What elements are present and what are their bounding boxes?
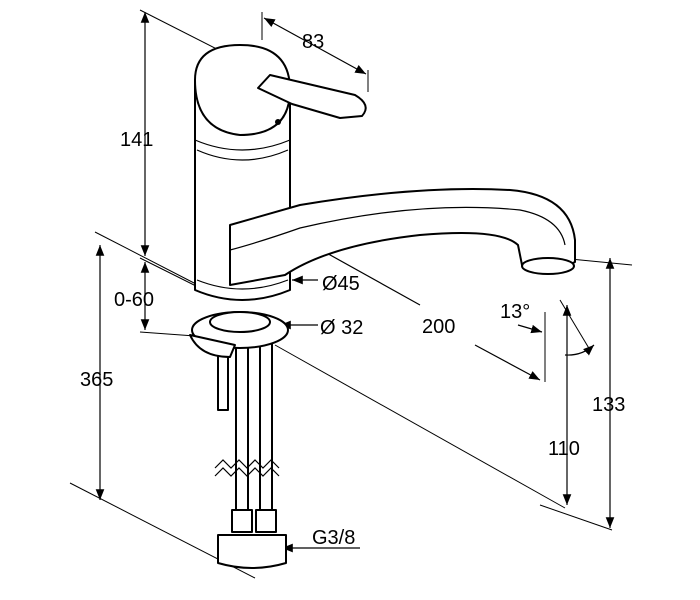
body-diameter-label: Ø45	[322, 273, 360, 295]
faucet	[189, 44, 576, 569]
mount-hole-diameter-label: Ø 32	[320, 317, 363, 339]
dimension-labels: 83 141 0-60 365 Ø45 Ø 32 200 13° 133 110…	[80, 31, 625, 549]
aerator	[521, 257, 575, 275]
connection-thread-label: G3/8	[312, 527, 355, 549]
lever-length-label: 83	[302, 31, 324, 53]
total-height-label: 133	[592, 394, 625, 416]
spout-height-label: 110	[548, 438, 580, 460]
connection-nuts	[217, 509, 287, 569]
lever-handle	[257, 74, 367, 119]
mounting-ring	[189, 311, 289, 358]
body-height-label: 141	[120, 129, 153, 151]
spout-angle-label: 13°	[500, 301, 530, 323]
spout-reach-label: 200	[422, 316, 455, 338]
mount-thickness-label: 0-60	[114, 289, 154, 311]
hose-length-label: 365	[80, 369, 113, 391]
